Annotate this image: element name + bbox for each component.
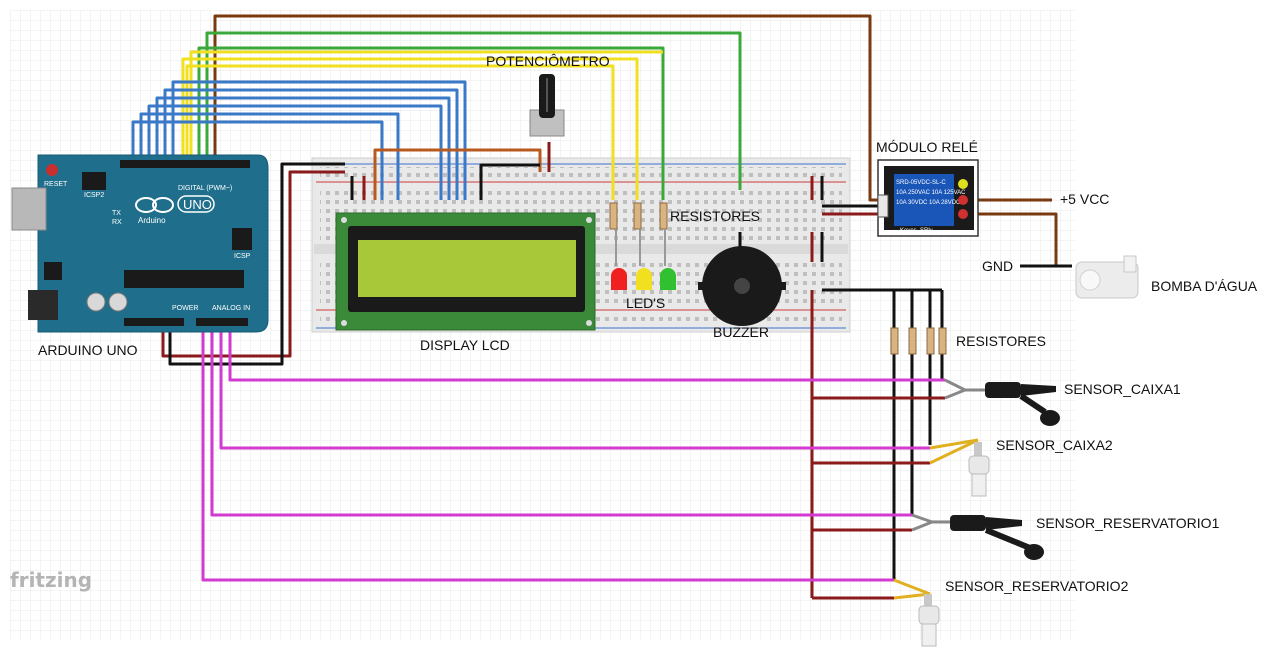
wire-blue-4	[147, 104, 443, 200]
reset-label: RESET	[44, 181, 68, 188]
water-pump	[1075, 255, 1139, 299]
sensor-reservatorio2-device	[918, 594, 940, 647]
sensor-caixa2-device	[968, 442, 990, 497]
wire-blue-1	[171, 80, 467, 200]
wire-yellow-1	[189, 50, 663, 168]
display-label: DISPLAY LCD	[420, 337, 510, 353]
analog-label: ANALOG IN	[212, 305, 250, 312]
wire-green-1	[205, 31, 742, 190]
pump-label: BOMBA D'ÁGUA	[1151, 278, 1258, 294]
sensor-caixa1-label: SENSOR_CAIXA1	[1064, 381, 1181, 397]
power-label: POWER	[172, 305, 198, 312]
rx-label: RX	[112, 219, 122, 226]
leds-label: LED'S	[626, 295, 665, 311]
arduino-label: ARDUINO UNO	[38, 342, 138, 358]
microcontroller-chip	[124, 270, 244, 288]
led-green	[660, 268, 676, 290]
arduino-brand-label: Arduino	[138, 216, 166, 225]
leds	[611, 268, 676, 290]
power-jack	[28, 290, 58, 320]
wire-blue-2	[163, 88, 459, 200]
digital-header	[120, 160, 250, 168]
buzzer-label: BUZZER	[713, 324, 769, 340]
icsp-label: ICSP	[234, 253, 251, 260]
potentiometer	[529, 74, 565, 137]
gnd-label: GND	[982, 258, 1013, 274]
resistors-leds	[609, 202, 668, 266]
wire-analog-a2	[210, 324, 912, 517]
wire-pot-3	[479, 163, 540, 200]
relay-label: MÓDULO RELÉ	[876, 139, 978, 155]
power-header	[124, 318, 184, 326]
icsp2-label: ICSP2	[84, 192, 104, 199]
potentiometer-label: POTENCIÔMETRO	[486, 53, 610, 69]
usb-port	[11, 187, 47, 231]
wire-analog-a1	[219, 324, 930, 450]
led-red	[611, 268, 627, 290]
arduino-logo: UNO Arduino	[135, 195, 215, 225]
digital-label: DIGITAL (PWM~)	[178, 185, 232, 192]
relay-model-label: Keyes_SRly	[900, 228, 933, 234]
sensor-caixa1-device	[985, 382, 1060, 426]
uno-label: UNO	[183, 197, 212, 212]
lcd-display	[335, 212, 596, 331]
reset-button	[46, 164, 58, 176]
arduino-uno-board: RESET ICSP2 DIGITAL (PWM~) TX RX UNO Ard…	[11, 154, 269, 333]
tx-label: TX	[112, 210, 121, 217]
sensor-reservatorio1-label: SENSOR_RESERVATORIO1	[1036, 515, 1220, 531]
wire-blue-6	[131, 120, 384, 200]
fritzing-logo: fritzing	[10, 568, 92, 592]
led-yellow	[636, 268, 652, 290]
wire-analog-a0	[228, 324, 945, 382]
wire-green-2	[197, 46, 665, 200]
lcd-screen	[358, 240, 576, 297]
relay-text-2: 10A 250VAC 10A 125VAC	[896, 190, 966, 196]
analog-header	[196, 318, 248, 326]
sensor-reservatorio1-device	[950, 515, 1044, 560]
wire-blue-5	[139, 112, 400, 200]
relay-block	[894, 174, 954, 226]
wires	[131, 14, 1072, 600]
relay-text-1: SRD-05VDC-SL-C	[896, 180, 946, 186]
wire-analog-a3	[201, 324, 894, 582]
sensor-caixa2-label: SENSOR_CAIXA2	[996, 437, 1113, 453]
vcc-label: +5 VCC	[1060, 191, 1109, 207]
resistors-sensors	[890, 327, 947, 355]
resistors-bottom-label: RESISTORES	[956, 333, 1046, 349]
relay-text-3: 10A 30VDC 10A 28VDC	[896, 200, 961, 206]
sensor-reservatorio2-label: SENSOR_RESERVATORIO2	[945, 578, 1129, 594]
wire-yellow-3	[185, 64, 615, 200]
buzzer	[698, 246, 786, 326]
relay-module: SRD-05VDC-SL-C 10A 250VAC 10A 125VAC 10A…	[877, 159, 979, 237]
wire-arduino-gnd	[168, 162, 345, 366]
wire-pot-1	[373, 148, 542, 200]
wire-arduino-5v	[161, 170, 345, 358]
resistors-top-label: RESISTORES	[670, 208, 760, 224]
